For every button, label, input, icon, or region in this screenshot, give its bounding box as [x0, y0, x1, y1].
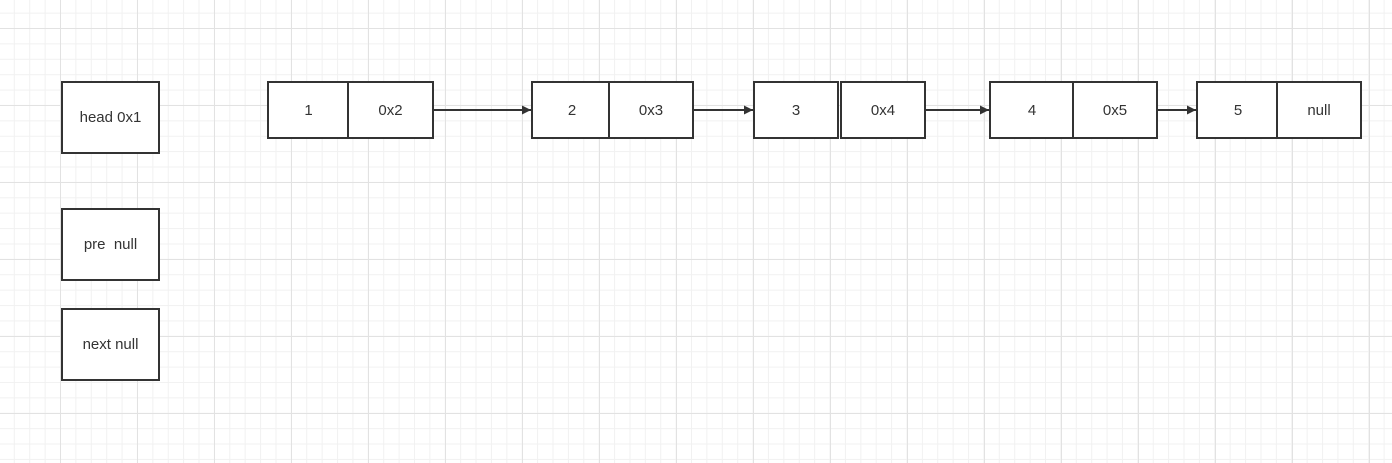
pre-pointer-box: pre null [61, 208, 160, 281]
head-pointer-box: head 0x1 [61, 81, 160, 154]
next-pointer-box: next null [61, 308, 160, 381]
node-5-next-cell: null [1276, 81, 1362, 139]
node-4-value-cell: 4 [989, 81, 1075, 139]
node-3-value-cell: 3 [753, 81, 839, 139]
node-1-next-cell: 0x2 [347, 81, 434, 139]
node-2-next-cell: 0x3 [608, 81, 694, 139]
node-5-value-cell: 5 [1196, 81, 1280, 139]
node-2-value-cell: 2 [531, 81, 613, 139]
node-3-next-cell: 0x4 [840, 81, 926, 139]
node-1-value-cell: 1 [267, 81, 350, 139]
node-4-next-cell: 0x5 [1072, 81, 1158, 139]
